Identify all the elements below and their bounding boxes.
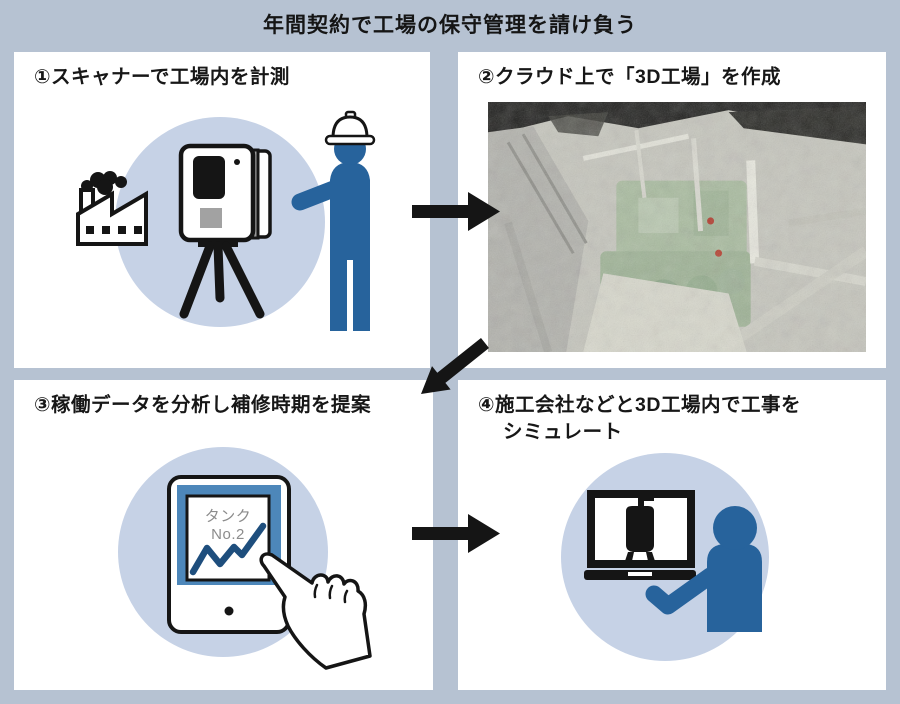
home-button-icon: [224, 606, 234, 616]
tank-icon: [625, 495, 655, 561]
step-1-heading: ①スキャナーで工場内を計測: [34, 66, 290, 88]
infographic-title: 年間契約で工場の保守管理を請け負う: [263, 14, 637, 37]
arrow-down-left-icon: [421, 338, 489, 394]
scanner-scene-illustration: [76, 110, 376, 331]
tablet-chart-title-line1: タンク: [205, 508, 252, 525]
person-icon: [645, 506, 762, 632]
tablet-scene-illustration: タンク No.2: [118, 447, 372, 670]
step-2-heading: ②クラウド上で「3D工場」を作成: [478, 66, 781, 88]
step-panel-3: ③稼働データを分析し補修時期を提案 タンク No.2: [14, 380, 433, 690]
hand-pointer-icon: [259, 552, 372, 670]
laser-scanner-icon: [178, 143, 272, 319]
step-4-heading: ④施工会社などと3D工場内で工事をシミュレート: [478, 392, 801, 446]
step-panel-2: ②クラウド上で「3D工場」を作成: [458, 52, 886, 368]
step-panel-4: ④施工会社などと3D工場内で工事をシミュレート: [458, 380, 886, 690]
laptop-icon: [584, 490, 696, 580]
hard-hat-icon: [324, 110, 376, 146]
step-3-heading: ③稼働データを分析し補修時期を提案: [34, 394, 372, 416]
factory-icon: [76, 171, 148, 246]
arrow-right-icon: [412, 192, 500, 231]
arrow-right-icon: [412, 514, 500, 553]
step-4-line1: ④施工会社などと3D工場内で工事を: [478, 394, 801, 416]
point-cloud-photo: [488, 102, 866, 352]
line-chart-icon: [189, 522, 267, 576]
worker-icon: [291, 110, 376, 331]
step-panel-1: ①スキャナーで工場内を計測: [14, 52, 430, 368]
tablet-chart-title-line2: No.2: [211, 526, 245, 543]
tablet-icon: タンク No.2: [167, 475, 291, 634]
step-4-line2: シミュレート: [503, 421, 623, 443]
simulation-scene-illustration: [561, 453, 769, 661]
